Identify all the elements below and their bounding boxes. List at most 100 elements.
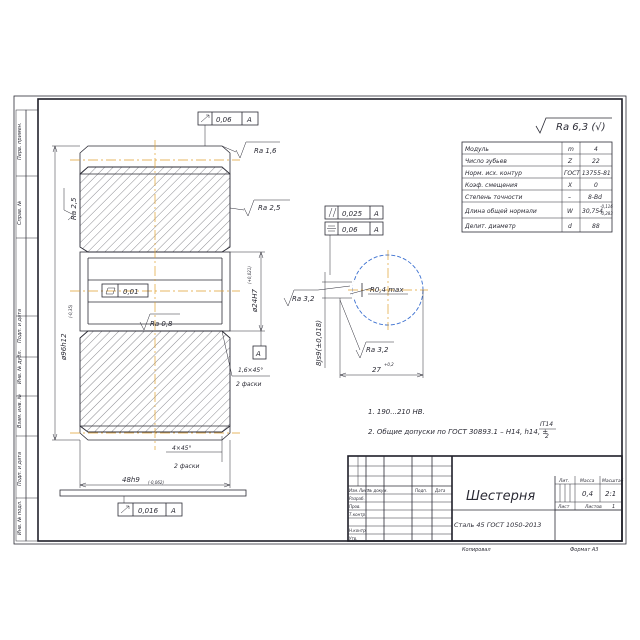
mass-value: 0,4 <box>582 490 593 498</box>
roughness-tooth: Ra 2,5 <box>258 204 281 212</box>
param-name: Коэф. смещения <box>465 182 518 189</box>
lit-label: Лит. <box>558 478 569 484</box>
gear-section <box>70 140 240 450</box>
sheet-label: Лист <box>557 504 570 510</box>
margin-label: Справ. № <box>17 201 23 225</box>
sheets-value: 1 <box>612 504 615 510</box>
margin-label: Взам. инв. № <box>17 394 23 428</box>
row-label: Разраб. <box>349 496 365 501</box>
mass-label: Масса <box>580 478 595 484</box>
roughness-key-side: Ra 3,2 <box>292 295 315 303</box>
keyway-section: 0,025 A 0,06 A R0,4 max 8Js9(±0,018) Ra … <box>283 205 428 378</box>
col-header: Лист <box>358 488 370 493</box>
scale-label: Масштаб <box>602 478 624 484</box>
datum-a-label: A <box>255 350 261 358</box>
param-value: 0 <box>594 182 598 189</box>
param-symbol: d <box>568 223 572 230</box>
outer-diameter-tol: (-0,35) <box>68 304 73 318</box>
chamfer-tooth-note: 2 фаски <box>174 463 199 470</box>
runout-bottom-datum: A <box>170 507 176 515</box>
copied-label: Копировал <box>462 547 491 553</box>
param-value: 4 <box>594 146 598 153</box>
margin-label: Инв. № подл. <box>17 501 23 536</box>
param-symbol: X <box>567 182 573 189</box>
col-header: Дата <box>434 488 446 493</box>
sheets-label: Листов <box>584 504 602 510</box>
param-name: Модуль <box>465 146 489 153</box>
title-block: Изм. Лист № докум. Подп. Дата Разраб. Пр… <box>347 455 624 553</box>
col-header: № докум. <box>367 488 388 493</box>
geometric-tolerances: 0,06 A 0,01 0,016 A <box>101 111 259 517</box>
param-name: Длина общей нормали <box>464 208 537 215</box>
chamfer-bore-note: 2 фаски <box>236 381 261 388</box>
roughness-bore: Ra 0,8 <box>150 320 173 328</box>
format-label: Формат А3 <box>570 547 598 553</box>
keyway-radius: R0,4 max <box>370 286 404 294</box>
row-label: Пров. <box>349 504 361 509</box>
chamfer-bore: 1,6×45° <box>238 367 263 374</box>
param-tol-upper: -0,116 <box>600 204 613 209</box>
col-header: Изм. <box>349 488 358 493</box>
runout-top-value: 0,06 <box>216 116 232 124</box>
param-tol-lower: -0,283 <box>600 211 613 216</box>
hub-width: 48h9 <box>122 476 140 484</box>
row-label: Н.контр. <box>349 528 367 533</box>
param-name: Число зубьев <box>465 158 507 165</box>
general-roughness: Ra 6,3 (√) <box>535 117 612 134</box>
margin-label: Подп. и дата <box>17 452 23 486</box>
param-symbol: – <box>568 194 571 201</box>
note-2-frac-bottom: 2 <box>545 433 549 440</box>
outer-diameter: ø96h12 <box>60 333 68 361</box>
gear-dimensions: ø96h12 (-0,35) Ra 2,5 ø24H7 (+0,021) A 1… <box>52 145 270 497</box>
keyway-depth: 27 <box>372 366 381 374</box>
section-upper <box>79 166 231 253</box>
param-value: 22 <box>592 158 600 165</box>
symmetry-datum: A <box>373 226 379 234</box>
param-name: Делит. диаметр <box>464 223 516 230</box>
roughness-rim: Ra 2,5 <box>70 197 78 220</box>
symmetry-value: 0,06 <box>342 226 358 234</box>
col-header: Подп. <box>415 488 427 493</box>
parallel-frame <box>324 205 384 220</box>
keyway-depth-tol: +0,2 <box>384 362 394 367</box>
note-2-frac-top: IT14 <box>540 421 553 428</box>
roughness-key-bottom: Ra 3,2 <box>366 346 389 354</box>
keyway-width: 8Js9(±0,018) <box>315 320 323 366</box>
param-value: 88 <box>592 223 600 230</box>
runout-bottom-frame <box>117 502 183 517</box>
row-label: Утв. <box>349 536 357 541</box>
param-symbol: m <box>568 146 574 153</box>
param-symbol: W <box>567 208 574 215</box>
symmetry-frame <box>324 221 384 236</box>
margin-label: Перв. примен. <box>17 122 23 160</box>
note-1: 1. 190...210 HB. <box>368 408 425 416</box>
part-name: Шестерня <box>466 489 535 504</box>
scale-value: 2:1 <box>605 490 616 498</box>
cylindricity-frame <box>101 283 149 298</box>
param-value: ГОСТ 13755-81 <box>564 170 611 177</box>
row-label: Т.контр. <box>349 512 366 517</box>
param-value: 30,754 <box>582 208 603 215</box>
runout-top-datum: A <box>246 116 252 124</box>
bore-diameter: ø24H7 <box>251 289 259 313</box>
margin-label: Подп. и дата <box>17 309 23 343</box>
general-roughness-text: Ra 6,3 (√) <box>556 122 606 133</box>
technical-notes: 1. 190...210 HB. 2. Общие допуски по ГОС… <box>368 408 556 440</box>
datum-a-box <box>252 345 267 360</box>
gear-roughness-marks: Ra 1,6 Ra 2,5 Ra 0,8 <box>139 141 290 331</box>
material: Сталь 45 ГОСТ 1050-2013 <box>454 521 541 529</box>
gear-parameter-table: Модуль m 4 Число зубьев Z 22 Норм. исх. … <box>461 141 613 233</box>
hub-width-tol: (-0,062) <box>148 480 164 485</box>
param-value: 8-Bd <box>588 194 602 201</box>
param-name: Норм. исх. контур <box>465 170 522 177</box>
runout-top-frame <box>197 111 259 126</box>
chamfer-tooth: 4×45° <box>172 445 191 452</box>
left-margin-strip: Перв. примен. Справ. № Подп. и дата Инв.… <box>15 109 39 542</box>
param-name: Степень точности <box>465 194 522 201</box>
parallel-value: 0,025 <box>342 210 363 218</box>
parallel-datum: A <box>373 210 379 218</box>
sheet-frame <box>13 95 627 545</box>
runout-bottom-value: 0,016 <box>138 507 159 515</box>
param-symbol: Z <box>567 158 573 165</box>
